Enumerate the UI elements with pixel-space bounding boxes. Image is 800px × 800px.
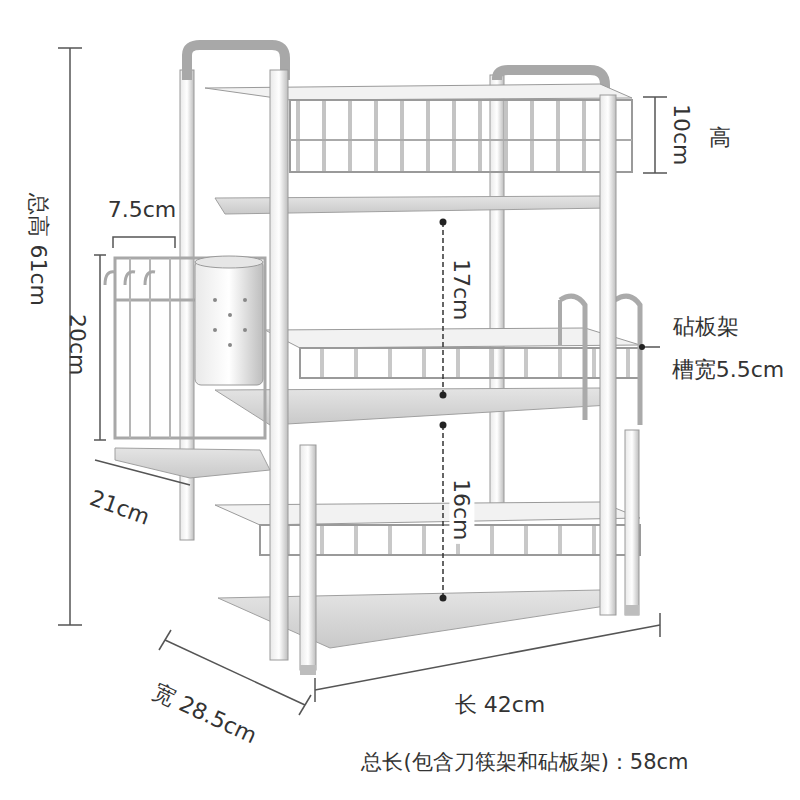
dimension-label: 总长(包含刀筷架和砧板架)：58cm xyxy=(361,750,688,774)
dimension-label: 宽 28.5cm xyxy=(149,679,261,749)
dimension-label: 10cm xyxy=(669,104,694,166)
dimension-label: 7.5cm xyxy=(108,197,177,222)
dimension-label: 长 42cm xyxy=(455,692,546,717)
dimension-label: 16cm xyxy=(449,476,474,544)
dimension-label: 高 xyxy=(709,125,731,150)
dimension-label: 槽宽5.5cm xyxy=(672,357,785,382)
dimension-label: 20cm xyxy=(65,314,90,376)
dimension-label: 砧板架 xyxy=(673,314,739,339)
dimension-label: 17cm xyxy=(449,256,474,324)
dimension-label: 21cm xyxy=(87,486,153,531)
dimension-label: 总高 61cm xyxy=(25,194,50,307)
